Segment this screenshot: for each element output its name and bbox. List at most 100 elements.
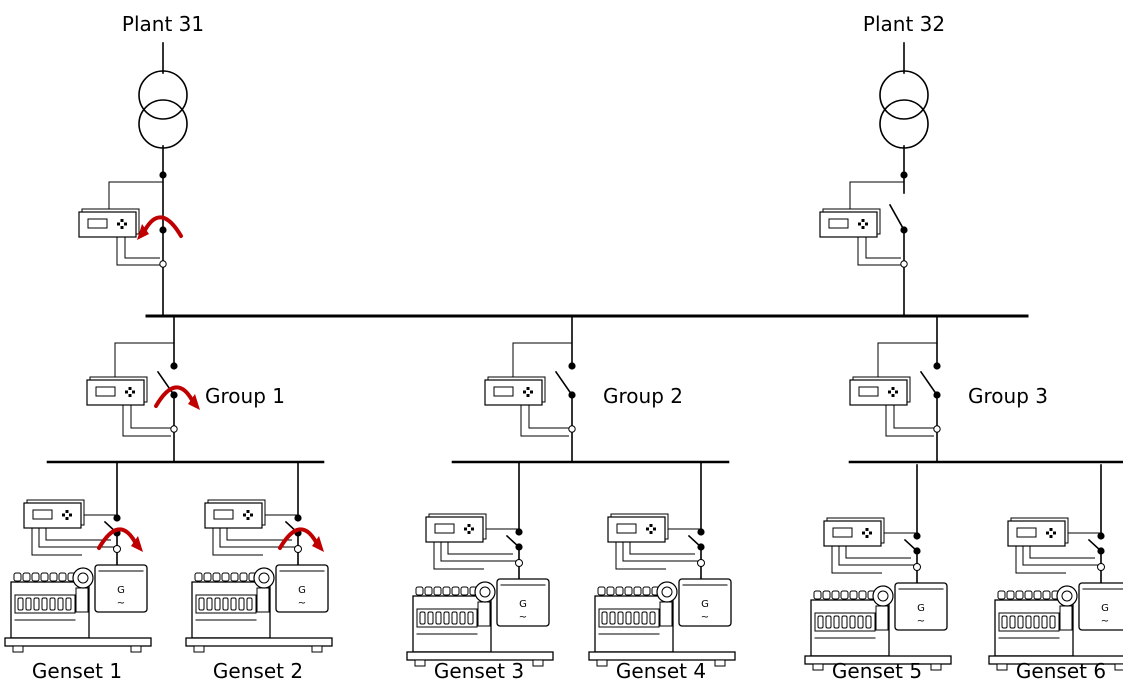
cylinder	[849, 590, 858, 600]
cylinder	[642, 586, 651, 596]
transformer-winding	[138, 99, 188, 149]
skid-foot	[193, 645, 205, 653]
arrowhead	[131, 536, 143, 552]
controller-key	[471, 527, 474, 531]
arrowhead	[188, 394, 200, 410]
controller-display	[616, 523, 637, 534]
injector	[1017, 615, 1024, 629]
controller-key	[649, 531, 653, 534]
engine-icon	[804, 585, 952, 671]
arrowhead	[312, 536, 324, 552]
current-transformer	[933, 425, 941, 433]
injector	[833, 615, 840, 629]
genset-label: Genset 2	[213, 659, 303, 683]
injector	[825, 615, 832, 629]
diagram-nodes: G~G~G~G~G~G~	[4, 70, 1123, 671]
turbocharger	[77, 572, 89, 584]
controller-key	[865, 528, 869, 531]
control-wire	[622, 542, 698, 562]
controller-key	[862, 531, 865, 535]
cylinder	[221, 572, 230, 582]
controller-key	[526, 387, 530, 390]
breaker-blade	[919, 370, 939, 397]
generator-letter: G	[701, 599, 709, 610]
control-wire	[219, 528, 295, 548]
cylinder	[415, 586, 424, 596]
controller-key	[1049, 528, 1053, 531]
cylinder	[442, 586, 451, 596]
control-wire	[226, 528, 292, 541]
terminal-dot	[568, 362, 576, 370]
genset-controller	[1007, 517, 1069, 547]
current-transformer	[294, 545, 302, 553]
group-label: Group 1	[205, 384, 285, 408]
skid-foot	[1114, 663, 1123, 671]
injector	[451, 611, 458, 625]
controller-key	[120, 219, 124, 222]
transformer-icon	[138, 70, 188, 149]
generator-icon: G~	[678, 578, 732, 627]
arrow-curve	[97, 527, 137, 550]
controller-key	[858, 222, 861, 226]
controller-display	[213, 509, 234, 520]
injector	[1001, 615, 1008, 629]
cylinder	[433, 586, 442, 596]
terminal-dot	[697, 528, 705, 536]
injector	[238, 597, 245, 611]
breaker-blade	[156, 370, 176, 397]
injector	[1041, 615, 1048, 629]
control-wire	[130, 405, 171, 429]
injector	[467, 611, 474, 625]
terminal-dot	[170, 391, 178, 399]
engine-coupler	[875, 605, 889, 631]
control-wire	[31, 528, 82, 556]
injector	[849, 615, 856, 629]
injector	[817, 615, 824, 629]
genset-label: Genset 3	[434, 659, 524, 683]
generator-housing	[894, 582, 948, 631]
breaker-blade	[554, 370, 574, 397]
controller-key	[246, 517, 250, 520]
arrow-curve	[154, 385, 194, 408]
terminal-dot	[900, 171, 908, 179]
engine-coupler	[659, 601, 673, 627]
skid-foot	[714, 659, 726, 667]
cylinder	[49, 572, 58, 582]
cylinder	[239, 572, 248, 582]
controller-key	[467, 524, 471, 527]
controller-key	[124, 222, 127, 226]
injector	[625, 611, 632, 625]
terminal-dot	[515, 543, 523, 551]
skid-foot	[596, 659, 608, 667]
terminal-dot	[913, 547, 921, 555]
cylinder	[597, 586, 606, 596]
arrow-curve	[143, 215, 183, 238]
turbocharger	[877, 590, 889, 602]
controller-key	[117, 222, 120, 226]
current-transformer	[913, 563, 921, 571]
controller-key	[861, 226, 865, 229]
terminal-dot	[697, 543, 705, 551]
cylinder	[194, 572, 203, 582]
cylinder	[13, 572, 22, 582]
controller-key	[65, 510, 69, 513]
generator-housing	[275, 564, 329, 613]
controller-display	[95, 386, 116, 397]
control-wire	[849, 181, 904, 209]
cylinder	[31, 572, 40, 582]
cylinder	[813, 590, 822, 600]
group-label: Group 3	[968, 384, 1048, 408]
cylinder	[1024, 590, 1033, 600]
engine-icon	[988, 585, 1123, 671]
group-label: Group 2	[603, 384, 683, 408]
injector	[459, 611, 466, 625]
generator-letter: G	[117, 585, 125, 596]
generator-icon: G~	[275, 564, 329, 613]
terminal-dot	[515, 528, 523, 536]
genset-label: Genset 1	[32, 659, 122, 683]
cylinder	[460, 586, 469, 596]
controller-key	[128, 387, 132, 390]
cylinder	[22, 572, 31, 582]
controller-key	[888, 390, 891, 394]
